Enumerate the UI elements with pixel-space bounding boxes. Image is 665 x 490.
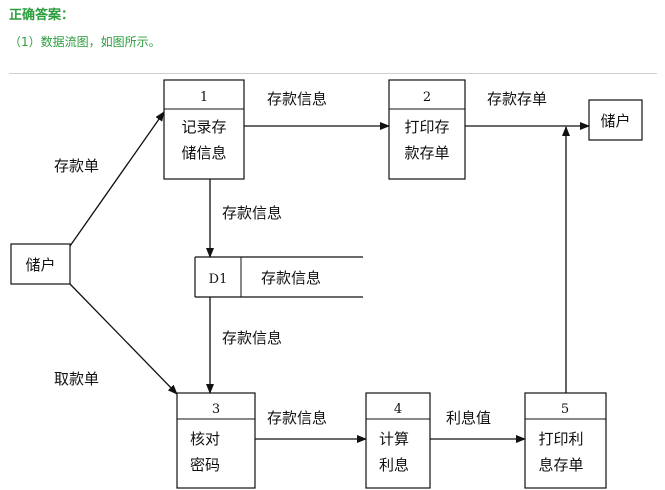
- process-1: 1 记录存 储信息: [163, 79, 245, 180]
- flow-label-withdrawal-slip: 取款单: [54, 370, 99, 388]
- divider: [9, 73, 657, 74]
- flow-label-p2-entity: 存款存单: [487, 90, 547, 108]
- process-number: 4: [394, 402, 402, 417]
- process-label-line1: 核对: [190, 430, 220, 448]
- entity-depositor-left: 储户: [10, 243, 71, 285]
- flow-arrow-withdrawal-slip: [69, 283, 178, 395]
- flow-label-d1-p3: 存款信息: [222, 329, 282, 347]
- process-number: 3: [212, 402, 220, 417]
- process-label-line2: 利息: [379, 456, 409, 474]
- datastore-id: D1: [209, 272, 228, 287]
- process-2: 2 打印存 款存单: [388, 79, 466, 180]
- process-label-line1: 打印利: [538, 430, 583, 448]
- flow-arrow-deposit-slip: [69, 111, 165, 247]
- datastore-label: 存款信息: [261, 269, 321, 287]
- process-label-line2: 密码: [190, 456, 220, 474]
- process-label-line2: 款存单: [404, 144, 449, 162]
- entity-depositor-right: 储户: [588, 99, 643, 141]
- datastore-d1: D1 存款信息: [194, 256, 363, 298]
- process-5: 5 打印利 息存单: [524, 392, 607, 489]
- entity-label: 储户: [600, 112, 630, 130]
- process-label-line2: 储信息: [181, 144, 226, 162]
- flow-label-p3-p4: 存款信息: [267, 409, 327, 427]
- process-label-line1: 打印存: [404, 118, 449, 136]
- flow-label-p1-p2: 存款信息: [267, 90, 327, 108]
- process-label-line1: 计算: [379, 430, 409, 448]
- answer-title: 正确答案：: [9, 8, 75, 23]
- process-label-line1: 记录存: [181, 118, 226, 136]
- flow-label-p1-d1: 存款信息: [222, 204, 282, 222]
- process-label-line2: 息存单: [538, 456, 583, 474]
- flow-label-p4-p5: 利息值: [446, 409, 491, 427]
- process-number: 1: [200, 90, 208, 105]
- answer-description: （1）数据流图，如图所示。: [9, 35, 161, 49]
- process-3: 3 核对 密码: [176, 392, 256, 489]
- entity-label: 储户: [25, 256, 55, 274]
- process-number: 5: [561, 402, 569, 417]
- process-4: 4 计算 利息: [365, 392, 431, 489]
- flow-arrows: [69, 111, 590, 443]
- flow-label-deposit-slip: 存款单: [54, 157, 99, 175]
- process-number: 2: [423, 90, 431, 105]
